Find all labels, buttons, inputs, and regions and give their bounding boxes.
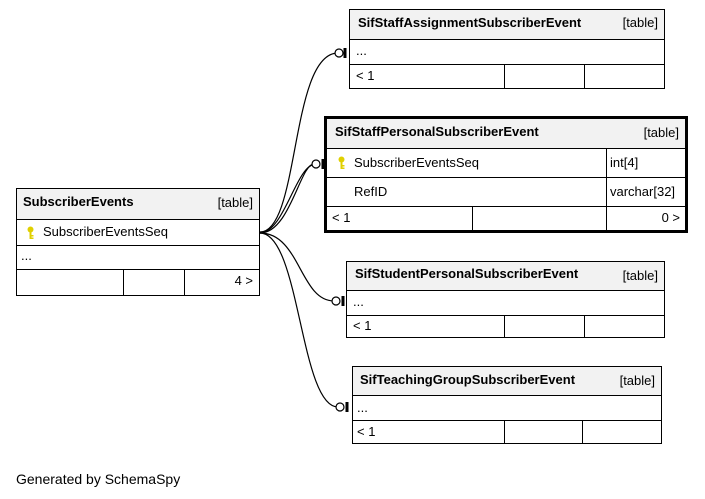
ellipsis-row: ... (347, 291, 664, 316)
table-staff-assignment[interactable]: SifStaffAssignmentSubscriberEvent [table… (349, 9, 665, 89)
table-type: [table] (622, 15, 658, 30)
edge-to-student-personal (259, 232, 335, 302)
stats-row: < 1 0 > (327, 207, 685, 230)
table-type: [table] (619, 373, 655, 388)
table-name: SifStaffAssignmentSubscriberEvent (358, 15, 582, 30)
stats-left: < 1 (353, 318, 372, 333)
cell-divider (606, 178, 607, 206)
cell-divider (184, 270, 185, 295)
table-name: SifTeachingGroupSubscriberEvent (360, 372, 576, 387)
column-datatype: varchar[32] (610, 184, 676, 199)
ellipsis-row: ... (350, 40, 664, 65)
edge-to-teaching-group (259, 232, 339, 408)
edge-endpoint-circle (331, 296, 341, 306)
ellipsis-text: ... (353, 294, 364, 309)
cell-divider (504, 421, 505, 443)
stats-row: < 1 (347, 316, 664, 337)
cell-divider (584, 65, 585, 88)
table-name: SifStudentPersonalSubscriberEvent (355, 266, 579, 281)
table-name: SubscriberEvents (23, 194, 134, 209)
column-name: RefID (354, 184, 388, 199)
table-name: SifStaffPersonalSubscriberEvent (335, 124, 539, 139)
stats-row: < 1 (353, 421, 661, 443)
edge-to-staff-assignment (259, 52, 339, 233)
primary-key-icon (27, 226, 34, 239)
ellipsis-row: ... (17, 246, 259, 270)
column-datatype: int[4] (610, 155, 639, 170)
column-row: SubscriberEventsSeq int[4] (327, 149, 685, 178)
stats-left: < 1 (356, 68, 375, 83)
table-type: [table] (217, 195, 253, 210)
cell-divider (582, 421, 583, 443)
edge-to-staff-personal (259, 163, 315, 234)
cell-divider (472, 207, 473, 230)
table-type: [table] (622, 268, 658, 283)
column-name: SubscriberEventsSeq (354, 155, 480, 170)
column-row: SubscriberEventsSeq (17, 220, 259, 246)
table-header: SifStudentPersonalSubscriberEvent [table… (347, 262, 664, 291)
stats-right: 4 > (234, 273, 253, 288)
primary-key-icon (338, 156, 345, 169)
cell-divider (504, 316, 505, 337)
cell-divider (606, 207, 607, 230)
cell-divider (584, 316, 585, 337)
edge-to-staff-personal-2 (259, 163, 317, 234)
stats-row: < 1 (350, 65, 664, 88)
ellipsis-row: ... (353, 396, 661, 421)
ellipsis-text: ... (21, 248, 32, 263)
table-subscriber-events[interactable]: SubscriberEvents [table] SubscriberEvent… (16, 188, 260, 296)
edge-endpoint-circle (311, 159, 321, 169)
edge-endpoint-circle (335, 402, 345, 412)
generated-by-footer: Generated by SchemaSpy (16, 471, 181, 487)
table-teaching-group[interactable]: SifTeachingGroupSubscriberEvent [table] … (352, 366, 662, 444)
stats-row: 4 > (17, 270, 259, 295)
table-header: SifTeachingGroupSubscriberEvent [table] (353, 367, 661, 396)
stats-right: 0 > (661, 210, 680, 225)
cell-divider (606, 149, 607, 177)
table-header: SubscriberEvents [table] (17, 189, 259, 220)
stats-left: < 1 (357, 424, 376, 439)
ellipsis-text: ... (357, 400, 368, 415)
table-staff-personal[interactable]: SifStaffPersonalSubscriberEvent [table] … (324, 116, 688, 233)
column-name: SubscriberEventsSeq (43, 224, 169, 239)
column-row: RefID varchar[32] (327, 178, 685, 207)
ellipsis-text: ... (356, 43, 367, 58)
cell-divider (123, 270, 124, 295)
table-type: [table] (643, 125, 679, 140)
table-student-personal[interactable]: SifStudentPersonalSubscriberEvent [table… (346, 261, 665, 338)
table-header: SifStaffPersonalSubscriberEvent [table] (327, 119, 685, 149)
edge-endpoint-circle (334, 48, 344, 58)
cell-divider (504, 65, 505, 88)
table-header: SifStaffAssignmentSubscriberEvent [table… (350, 10, 664, 40)
stats-left: < 1 (332, 210, 351, 225)
